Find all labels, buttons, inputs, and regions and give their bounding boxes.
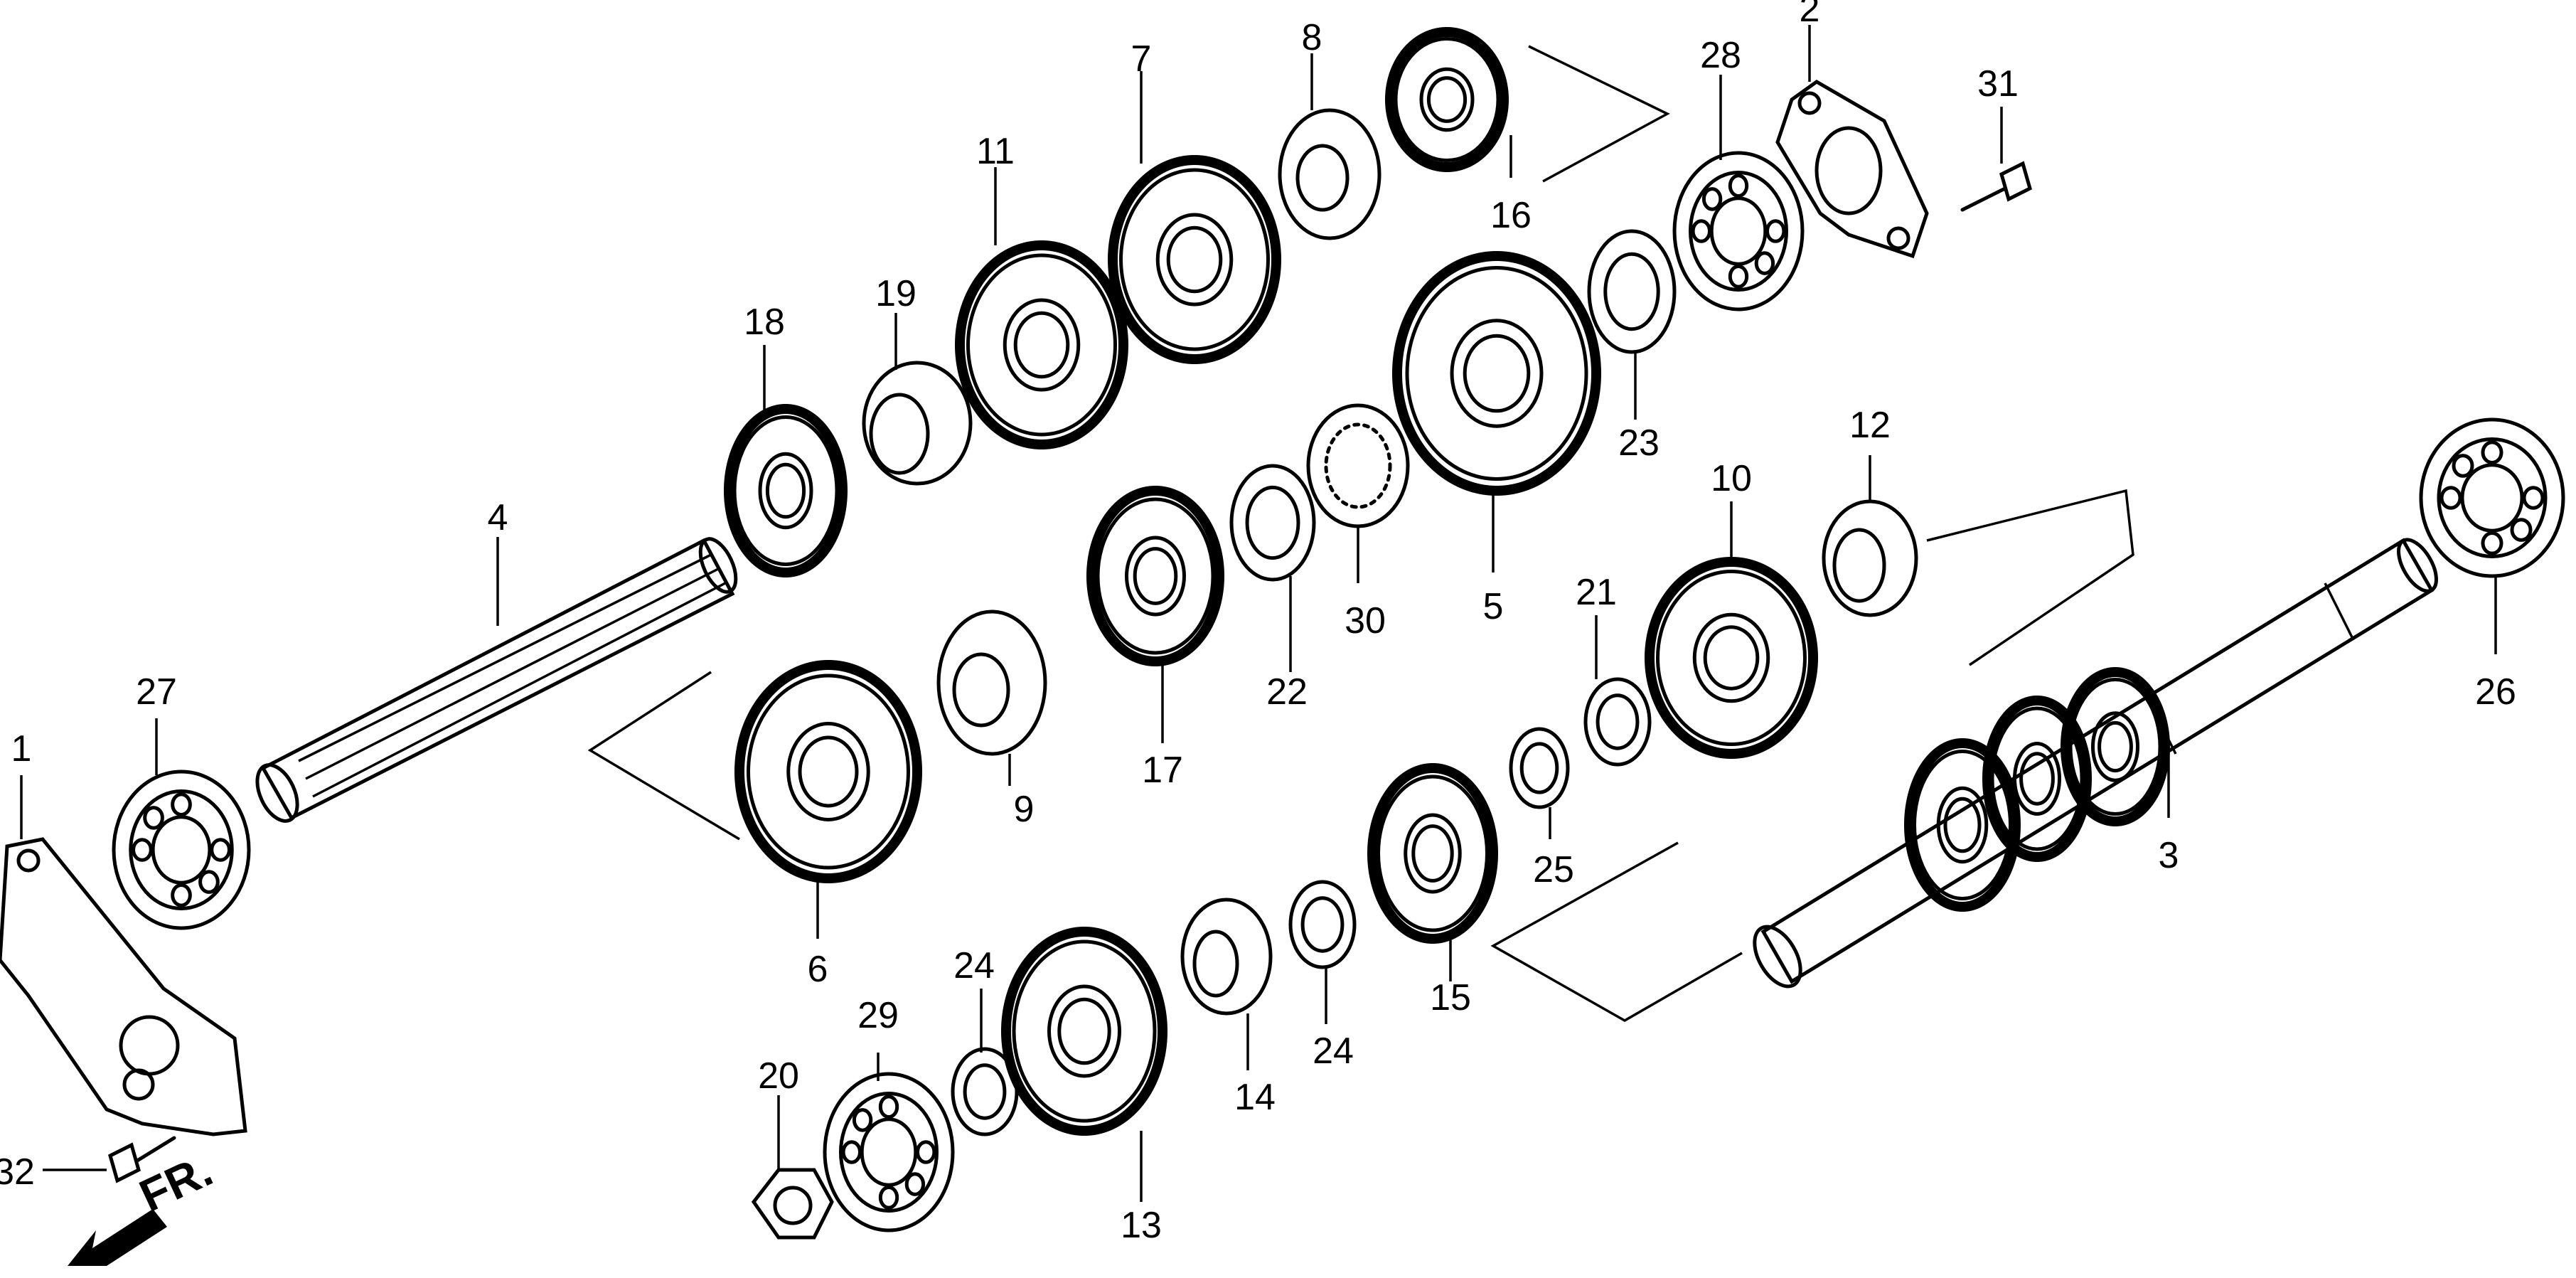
- callout-8: 8: [1302, 17, 1322, 58]
- callout-16: 16: [1490, 195, 1532, 236]
- callout-13: 13: [1121, 1205, 1162, 1246]
- bush-part-9: [936, 609, 1047, 756]
- callout-15: 15: [1430, 977, 1471, 1018]
- bush-part-8: [1278, 108, 1381, 240]
- collar-part-14: [1180, 898, 1273, 1016]
- gear-part-13: [1006, 932, 1163, 1131]
- bearing-part-26: [2421, 420, 2563, 576]
- gear-part-11: [960, 245, 1123, 444]
- collar-part-19: [862, 361, 973, 486]
- callout-20: 20: [758, 1055, 799, 1097]
- group-bracket-lines: [587, 45, 2134, 1023]
- callout-24a: 24: [953, 945, 995, 986]
- callout-4: 4: [488, 497, 508, 538]
- retainer-plate-part-2: [1775, 80, 1929, 259]
- bolt-part-32: [108, 1136, 176, 1183]
- callout-6: 6: [808, 949, 828, 990]
- washer-part-24b: [953, 1049, 1017, 1134]
- callout-21: 21: [1576, 572, 1617, 613]
- gear-part-6: [739, 665, 917, 878]
- gear-part-7: [1113, 160, 1276, 359]
- callout-3: 3: [2159, 835, 2179, 876]
- callout-32: 32: [0, 1151, 35, 1193]
- callout-18: 18: [744, 302, 785, 343]
- callout-24b: 24: [1313, 1031, 1354, 1072]
- callout-10: 10: [1711, 458, 1752, 499]
- gear-part-17: [1091, 491, 1219, 661]
- nut-part-20: [751, 1168, 834, 1240]
- callout-1: 1: [11, 728, 32, 770]
- bolt-part-31: [1960, 161, 2032, 212]
- gear-part-18: [729, 409, 843, 573]
- snap-ring-part-25: [1511, 729, 1568, 807]
- callout-17: 17: [1142, 750, 1183, 791]
- callout-30: 30: [1345, 600, 1386, 641]
- cover-part-1: [0, 837, 247, 1136]
- bearing-part-27: [114, 772, 249, 928]
- gear-part-5: [1397, 256, 1596, 491]
- callout-22: 22: [1266, 671, 1308, 713]
- collar-part-12: [1822, 499, 1918, 617]
- callout-2: 2: [1800, 0, 1820, 30]
- washer-part-23: [1589, 231, 1674, 352]
- callout-11: 11: [976, 131, 1015, 172]
- bearing-part-29: [825, 1074, 953, 1230]
- callout-12: 12: [1849, 405, 1891, 446]
- mainshaft-part-4: [255, 537, 738, 823]
- callout-26: 26: [2475, 671, 2516, 713]
- washer-part-24a: [1290, 882, 1354, 967]
- callout-9: 9: [1014, 789, 1035, 830]
- gear-part-10: [1650, 562, 1813, 754]
- front-direction-arrow: FR.: [68, 1144, 220, 1266]
- leader-lines: [20, 25, 2497, 1202]
- callout-19: 19: [875, 273, 916, 314]
- callout-31: 31: [1977, 63, 2019, 105]
- callout-5: 5: [1483, 586, 1504, 627]
- callout-27: 27: [136, 671, 177, 713]
- callout-23: 23: [1618, 422, 1660, 464]
- callout-14: 14: [1234, 1077, 1276, 1118]
- washer-part-22: [1231, 466, 1314, 580]
- bearing-part-28: [1674, 153, 1802, 309]
- callout-7: 7: [1131, 38, 1152, 80]
- callout-28: 28: [1700, 35, 1741, 76]
- callout-25: 25: [1533, 849, 1574, 890]
- callout-labels: 1 2 3 4 5 6 7 8 9 10 11 12 13 14 15 16 1…: [0, 0, 2516, 1246]
- gear-part-16: [1390, 32, 1504, 167]
- needle-bearing-part-30: [1306, 403, 1410, 528]
- gear-part-15: [1372, 768, 1493, 939]
- callout-29: 29: [857, 995, 899, 1036]
- washer-part-21: [1586, 679, 1650, 765]
